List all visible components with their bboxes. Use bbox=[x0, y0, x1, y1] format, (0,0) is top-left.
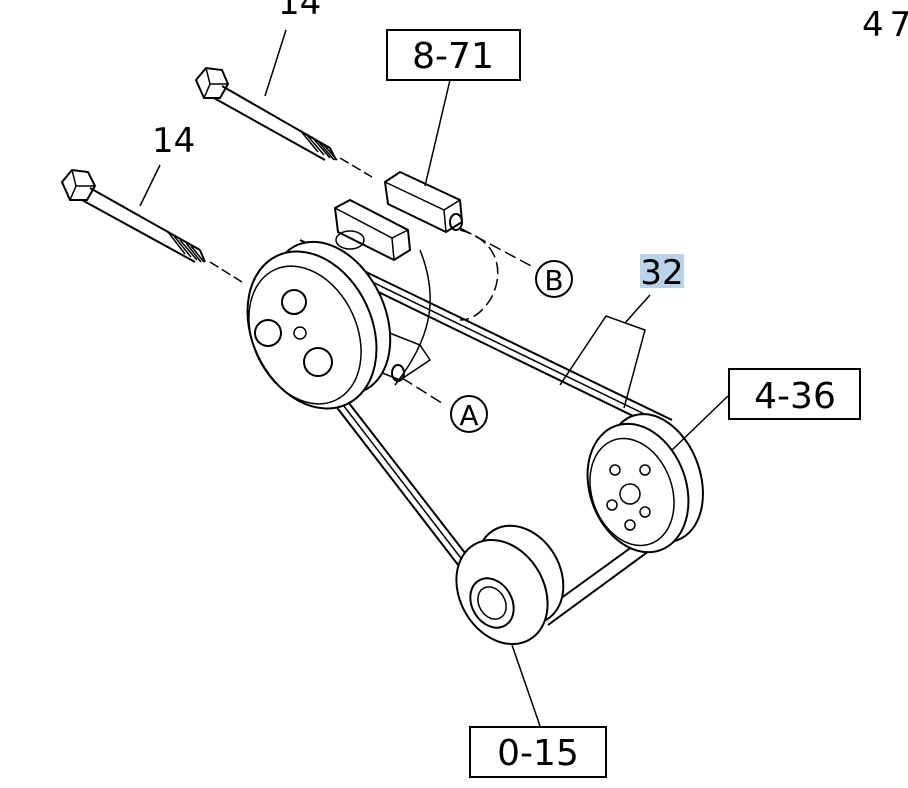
page-number: 47 bbox=[862, 5, 908, 45]
lower-bolt[interactable] bbox=[60, 168, 243, 283]
idler-ref-label: 4-36 bbox=[754, 376, 836, 417]
leader-idler bbox=[671, 395, 729, 451]
leader-bracket bbox=[424, 79, 451, 187]
marker-b: B bbox=[535, 260, 573, 298]
idler-ref-box[interactable]: 4-36 bbox=[728, 368, 861, 420]
leader-belt-top bbox=[624, 294, 651, 324]
marker-b-label: B bbox=[544, 264, 563, 297]
crank-ref-label: 0-15 bbox=[497, 733, 579, 774]
bracket-ref-label: 8-71 bbox=[412, 36, 494, 77]
idler-pulley[interactable] bbox=[570, 401, 720, 567]
belt-ref-highlight bbox=[640, 254, 684, 288]
bolt-lower-callout: 14 bbox=[152, 121, 195, 161]
compressor-pulley[interactable] bbox=[223, 222, 414, 429]
upper-bolt[interactable] bbox=[194, 66, 373, 178]
belt-ref-label[interactable]: 32 bbox=[640, 253, 683, 293]
stud-b bbox=[449, 213, 536, 269]
bolt-upper-callout: 14 bbox=[278, 0, 321, 23]
stud-a bbox=[391, 364, 446, 406]
crank-ref-box[interactable]: 0-15 bbox=[469, 726, 607, 778]
leader-crank bbox=[511, 644, 541, 727]
marker-a: A bbox=[450, 395, 488, 433]
leader-bolt-upper bbox=[264, 29, 287, 97]
leader-bolt-lower bbox=[139, 164, 161, 207]
bracket-ref-box[interactable]: 8-71 bbox=[386, 29, 521, 81]
crank-pulley[interactable] bbox=[438, 510, 581, 661]
marker-a-label: A bbox=[459, 399, 478, 432]
